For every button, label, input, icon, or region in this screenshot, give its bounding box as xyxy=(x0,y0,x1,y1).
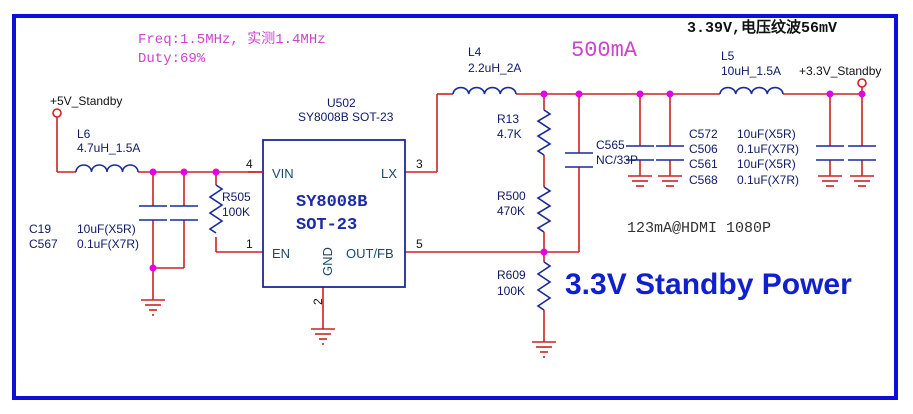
ic-name-line1: SY8008B xyxy=(296,193,368,212)
C506-ref: C506 xyxy=(689,142,718,156)
power-port-5v-icon xyxy=(52,108,62,118)
junction-dot xyxy=(636,90,644,98)
C561-ref: C561 xyxy=(689,157,718,171)
L4-ref: L4 xyxy=(468,45,482,59)
ground-icon xyxy=(850,175,874,187)
C568-ref: C568 xyxy=(689,173,718,187)
inductor-L4 xyxy=(452,86,517,95)
junction-dot xyxy=(149,264,157,272)
pin-name-fb: OUT/FB xyxy=(346,246,394,261)
ground-symbols xyxy=(141,175,874,358)
ground-icon xyxy=(311,328,335,345)
R13-ref: R13 xyxy=(497,112,520,126)
junction-dot xyxy=(212,168,220,176)
junction-dot xyxy=(540,90,548,98)
C572-value: 10uF(X5R) xyxy=(737,127,796,141)
R609-ref: R609 xyxy=(497,268,526,282)
net-label-input: +5V_Standby xyxy=(50,94,123,108)
R609-value: 100K xyxy=(497,284,526,298)
junctions xyxy=(149,90,866,272)
junction-dot xyxy=(180,168,188,176)
L5-ref: L5 xyxy=(721,49,735,63)
capacitor-C568 xyxy=(848,145,876,161)
ic-U502-body xyxy=(262,139,406,288)
junction-dot xyxy=(149,168,157,176)
ic-part: SY8008B SOT-23 xyxy=(298,110,394,124)
pin-num-en: 1 xyxy=(246,237,253,251)
ground-icon xyxy=(141,299,165,316)
hdmi-current-annotation: 123mA@HDMI 1080P xyxy=(627,220,772,237)
wires xyxy=(56,87,863,342)
pin-num-vin: 4 xyxy=(246,157,253,171)
power-port-3v3-icon xyxy=(857,78,867,88)
L4-value: 2.2uH_2A xyxy=(468,61,522,75)
pin-name-vin: VIN xyxy=(272,166,294,181)
C561-value: 10uF(X5R) xyxy=(737,157,796,171)
current-annotation: 500mA xyxy=(571,38,638,63)
capacitor-C567 xyxy=(170,205,198,221)
ripple-annotation: 3.39V,电压纹波56mV xyxy=(687,20,838,37)
ic-name-line2: SOT-23 xyxy=(296,216,358,235)
ground-icon xyxy=(818,175,842,187)
R505-value: 100K xyxy=(222,205,251,219)
C572-ref: C572 xyxy=(689,127,718,141)
L5-value: 10uH_1.5A xyxy=(721,64,782,78)
ic-ref: U502 xyxy=(327,96,356,110)
pin-num-gnd: 2 xyxy=(311,298,325,305)
pin-name-en: EN xyxy=(272,246,291,261)
capacitor-C565 xyxy=(565,152,593,168)
resistor-R13 xyxy=(536,109,552,156)
schematic-frame xyxy=(12,14,898,400)
capacitor-C506 xyxy=(656,145,684,161)
components xyxy=(75,86,876,311)
junction-dot xyxy=(540,248,548,256)
duty-annotation: Duty:69% xyxy=(138,51,206,67)
junction-dot xyxy=(858,90,866,98)
R13-value: 4.7K xyxy=(497,127,522,141)
C565-value: NC/33P xyxy=(596,153,639,167)
junction-dot xyxy=(666,90,674,98)
inductor-L6 xyxy=(75,164,139,173)
resistor-R609 xyxy=(536,261,552,311)
net-label-output: +3.3V_Standby xyxy=(799,64,882,78)
R500-ref: R500 xyxy=(497,189,526,203)
capacitor-C561 xyxy=(816,145,844,161)
C567-ref: C567 xyxy=(29,237,58,251)
ground-icon xyxy=(658,175,682,187)
resistor-R505 xyxy=(208,184,224,234)
pin-num-lx: 3 xyxy=(416,157,423,171)
resistor-R500 xyxy=(536,186,552,233)
L6-ref: L6 xyxy=(77,127,91,141)
capacitor-C572 xyxy=(626,145,654,161)
R505-ref: R505 xyxy=(222,190,251,204)
inductor-L5 xyxy=(719,86,784,95)
C19-ref: C19 xyxy=(29,222,52,236)
C565-ref: C565 xyxy=(596,138,625,152)
freq-annotation: Freq:1.5MHz, 实测1.4MHz xyxy=(138,32,326,48)
ground-icon xyxy=(628,175,652,187)
C567-value: 0.1uF(X7R) xyxy=(77,237,140,251)
C19-value: 10uF(X5R) xyxy=(77,222,136,236)
capacitor-C19 xyxy=(139,205,167,221)
junction-dot xyxy=(575,90,583,98)
C568-value: 0.1uF(X7R) xyxy=(737,173,800,187)
junction-dot xyxy=(826,90,834,98)
pin-name-gnd: GND xyxy=(320,247,335,276)
pin-name-lx: LX xyxy=(381,166,397,181)
C506-value: 0.1uF(X7R) xyxy=(737,142,800,156)
R500-value: 470K xyxy=(497,204,526,218)
pin-num-fb: 5 xyxy=(416,237,423,251)
schematic-title: 3.3V Standby Power xyxy=(565,268,852,301)
ground-icon xyxy=(532,341,556,358)
L6-value: 4.7uH_1.5A xyxy=(77,141,141,155)
